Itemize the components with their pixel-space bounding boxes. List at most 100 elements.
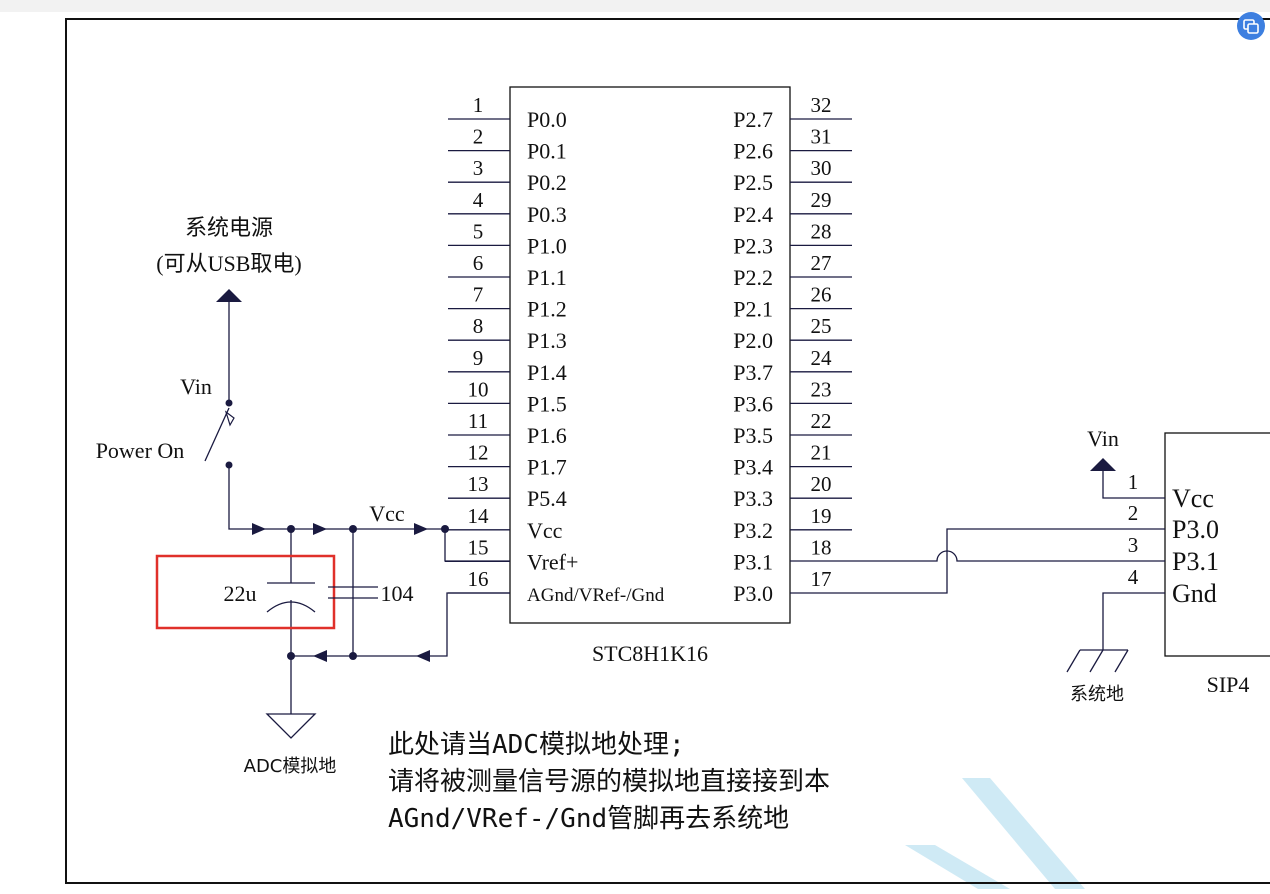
flow-arrow-icon [313, 650, 327, 662]
chip-pin-label: P2.5 [733, 170, 773, 195]
flow-arrow-icon [414, 523, 428, 535]
sip4-gnd-wire [1102, 592, 1165, 650]
chip-right-pins: 32P2.731P2.630P2.529P2.428P2.327P2.226P2… [733, 93, 852, 606]
sip4-vcc-wire [1102, 471, 1165, 499]
sip4-pin-number: 3 [1128, 533, 1139, 557]
note-line-2: 请将被测量信号源的模拟地直接接到本 [388, 767, 830, 797]
chip-pin-number: 16 [468, 567, 489, 591]
chip-pin-number: 10 [468, 377, 489, 401]
chip-pin-number: 24 [811, 346, 833, 370]
chip-pin-label: Vcc [527, 518, 563, 543]
chip-pin-number: 22 [811, 409, 832, 433]
note-line-3: AGnd/VRef-/Gnd管脚再去系统地 [388, 804, 789, 834]
flow-arrow-icon [252, 523, 266, 535]
chip-pin-label: P1.6 [527, 423, 567, 448]
switch-contact-top [225, 399, 233, 407]
chip-pin-label: P1.4 [527, 360, 567, 385]
sip4-pin-label: P3.0 [1172, 515, 1219, 544]
chip-pin-number: 30 [811, 156, 832, 180]
chip-name: STC8H1K16 [592, 641, 708, 666]
chip-pin-label: P0.3 [527, 202, 567, 227]
chip-pin-number: 8 [473, 314, 484, 338]
chip-pin-number: 20 [811, 472, 832, 496]
sip4-name: SIP4 [1207, 672, 1250, 697]
copy-image-icon [1243, 19, 1259, 34]
chip-pin-label: P2.3 [733, 233, 773, 258]
agnd-wire [291, 592, 510, 657]
chip-pin-label: P1.2 [527, 297, 567, 322]
chip-pin-label: P1.3 [527, 328, 567, 353]
chip-pin-number: 13 [468, 472, 489, 496]
chip-pin-label: AGnd/VRef-/Gnd [527, 585, 665, 606]
chip-pin-label: P2.4 [733, 202, 773, 227]
sip4-vin-label: Vin [1087, 426, 1119, 451]
chip-pin-number: 12 [468, 441, 489, 465]
chip-pin-label: P3.4 [733, 455, 773, 480]
power-arrow-icon [216, 289, 242, 302]
chip-pin-number: 21 [811, 441, 832, 465]
chip-pin-label: Vref+ [527, 549, 578, 574]
adc-ground-label: ADC模拟地 [244, 756, 337, 777]
chip-left-pins: 1P0.02P0.13P0.24P0.35P1.06P1.17P1.28P1.3… [445, 93, 665, 606]
sip4-pin-number: 4 [1128, 565, 1139, 589]
chip-pin-number: 31 [811, 125, 832, 149]
chip-pin-number: 11 [468, 409, 488, 433]
chip-pin-number: 14 [468, 504, 490, 528]
system-ground-label: 系统地 [1070, 684, 1124, 705]
note-line-1: 此处请当ADC模拟地处理; [388, 730, 685, 760]
chip-pin-label: P3.6 [733, 391, 773, 416]
chip-pin-label: P3.7 [733, 360, 773, 385]
chip-pin-number: 4 [473, 188, 484, 212]
sip4-pin-label: Vcc [1172, 484, 1214, 513]
chip-pin-number: 17 [811, 567, 832, 591]
chip-pin-number: 2 [473, 125, 484, 149]
chip-pin-label: P3.5 [733, 423, 773, 448]
power-subtitle: (可从USB取电) [156, 251, 301, 276]
vin-label: Vin [180, 374, 212, 399]
chip-pin-label: P0.2 [527, 170, 567, 195]
power-title: 系统电源 [185, 216, 273, 241]
chip-pin-label: P1.5 [527, 391, 567, 416]
chip-pin-number: 27 [811, 251, 832, 275]
highlight-box [155, 554, 336, 630]
analog-ground-icon [265, 713, 317, 739]
chip-pin-number: 29 [811, 188, 832, 212]
vcc-label: Vcc [369, 501, 405, 526]
sip4-pin-number: 1 [1128, 470, 1139, 494]
chip-body [509, 86, 791, 624]
chip-pin-number: 15 [468, 535, 489, 559]
chip-pin-number: 6 [473, 251, 484, 275]
chip-pin-label: P2.6 [733, 139, 773, 164]
flow-arrow-icon [416, 650, 430, 662]
chip-pin-label: P0.1 [527, 139, 567, 164]
c2-label: 104 [381, 581, 414, 606]
chip-pin-number: 5 [473, 219, 484, 243]
copy-image-button[interactable] [1237, 12, 1265, 40]
chip-pin-label: P3.3 [733, 486, 773, 511]
p30-wire [790, 528, 1165, 594]
sip4-body [1164, 432, 1270, 657]
sip4-pin-number: 2 [1128, 501, 1139, 525]
c1-label: 22u [224, 581, 257, 606]
chip-pin-label: P2.0 [733, 328, 773, 353]
power-arrow-icon [1090, 458, 1116, 471]
watermark-logo [905, 778, 1085, 889]
chip-pin-number: 7 [473, 283, 484, 307]
vref-wire [444, 529, 510, 562]
page-top-strip [0, 0, 1270, 12]
chip-pin-label: P1.7 [527, 455, 567, 480]
chip-pin-number: 25 [811, 314, 832, 338]
sip4-pin-label: P3.1 [1172, 547, 1219, 576]
chip-pin-label: P1.0 [527, 233, 567, 258]
switch-label: Power On [96, 438, 185, 463]
sip4-pin-label: Gnd [1172, 579, 1217, 608]
chip-pin-number: 26 [811, 283, 832, 307]
chip-pin-number: 9 [473, 346, 484, 370]
junction-dot [349, 652, 357, 660]
vcc-bus-wire [228, 465, 445, 530]
chip-pin-label: P2.1 [733, 297, 773, 322]
chip-pin-number: 19 [811, 504, 832, 528]
chassis-ground-icon [1066, 649, 1129, 673]
